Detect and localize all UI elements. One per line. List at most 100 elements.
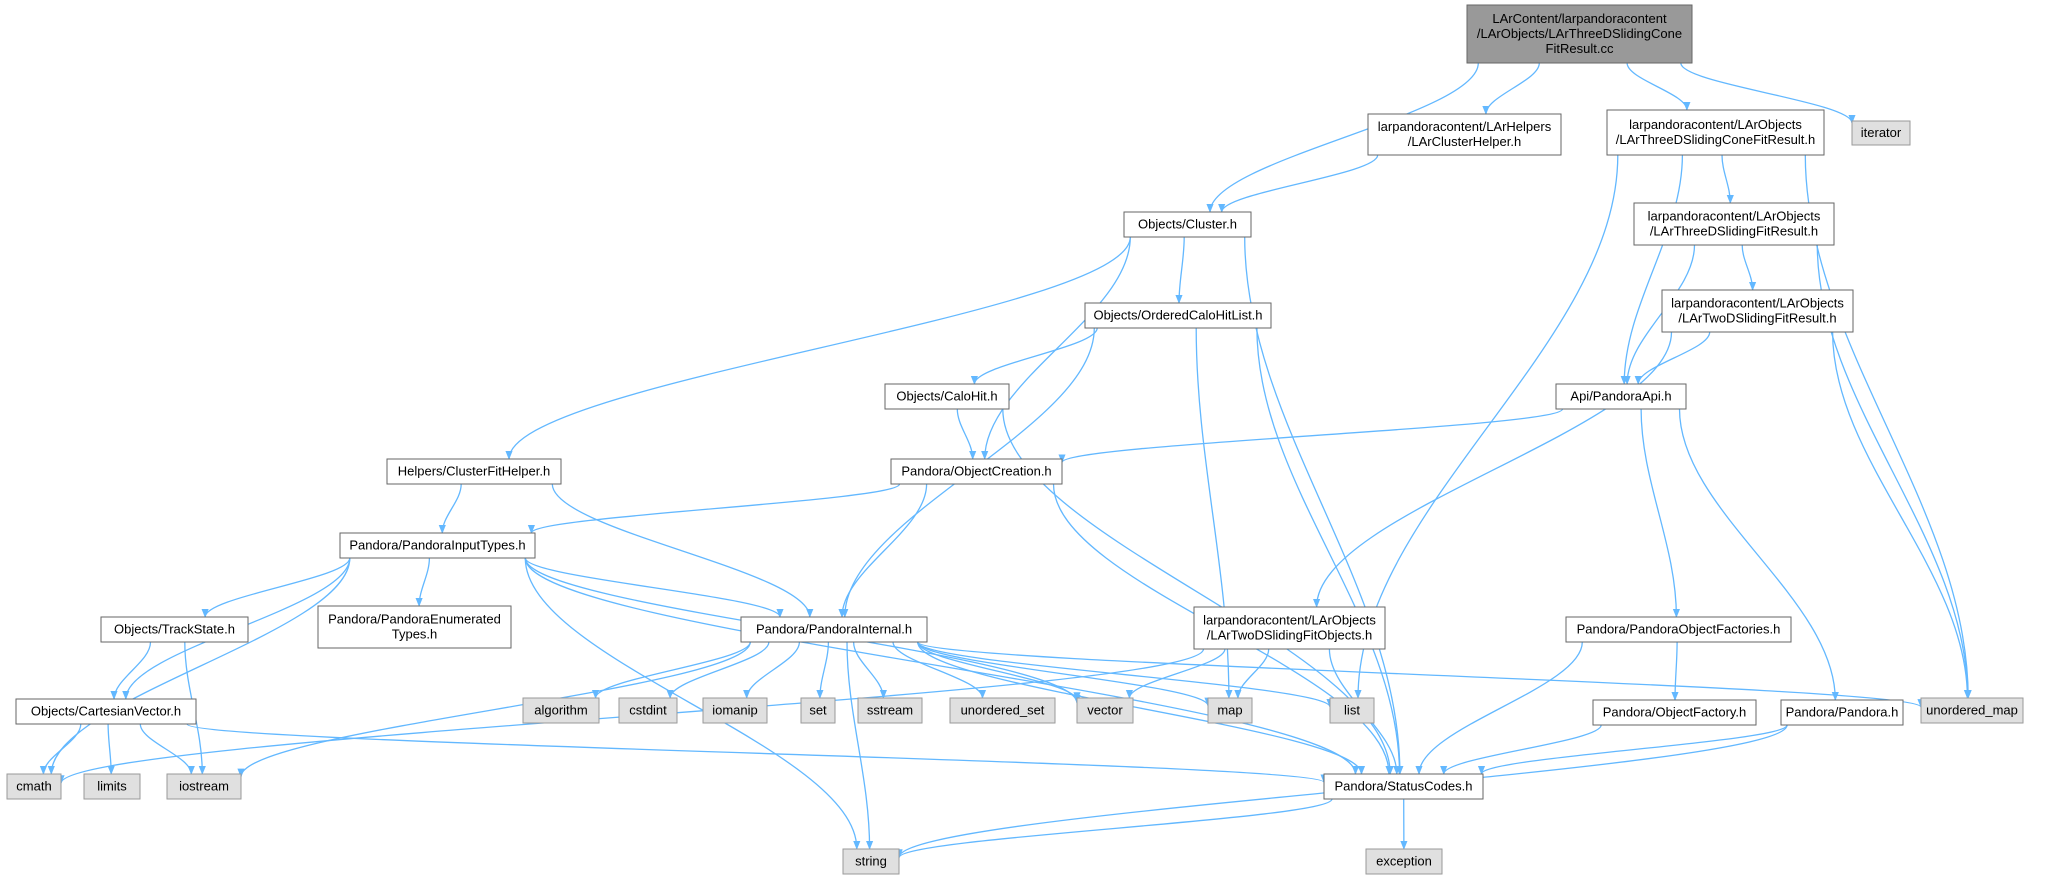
edge-objectcreation-to-internal <box>838 483 928 618</box>
node-box-twodfitobjects <box>1193 606 1386 650</box>
node-iterator: iterator <box>1851 120 1911 146</box>
node-label-objectfactory-line-0: Pandora/ObjectFactory.h <box>1603 705 1747 720</box>
node-map: map <box>1207 697 1253 724</box>
node-exception: exception <box>1365 848 1443 875</box>
node-box-algorithm <box>522 697 600 724</box>
node-clusterhelper[interactable]: larpandoracontent/LArHelpers/LArClusterH… <box>1367 113 1562 156</box>
node-label-orderedcalo-line-0: Objects/OrderedCaloHitList.h <box>1093 308 1262 323</box>
node-box-cmath <box>6 773 62 800</box>
edge-internal-to-sstream <box>852 641 887 699</box>
node-box-iomanip <box>702 697 768 724</box>
node-vector: vector <box>1076 697 1134 724</box>
node-box-root <box>1466 4 1693 64</box>
edge-inputtypes-to-string <box>524 557 861 850</box>
edge-trackstate-to-cartesian <box>110 641 152 700</box>
edge-internal-to-list <box>917 641 1334 708</box>
edge-pandoraapi-to-objectfactories <box>1640 408 1680 618</box>
node-box-statuscodes <box>1323 773 1484 800</box>
node-label-exception-line-0: exception <box>1376 854 1432 869</box>
node-label-iterator-line-0: iterator <box>1861 125 1902 140</box>
node-box-cstdint <box>618 697 678 724</box>
node-cartesian[interactable]: Objects/CartesianVector.h <box>15 698 197 725</box>
edge-cluster-to-clusterfithelper <box>505 236 1131 460</box>
edge-inputtypes-to-enumtypes <box>415 557 431 607</box>
node-box-inputtypes <box>339 532 536 559</box>
node-box-clusterfithelper <box>386 458 562 485</box>
node-label-cartesian-line-0: Objects/CartesianVector.h <box>31 704 181 719</box>
edge-cartesian-to-iostream <box>139 723 195 775</box>
node-box-list <box>1329 697 1375 724</box>
node-trackstate[interactable]: Objects/TrackState.h <box>100 616 249 643</box>
edge-internal-to-set <box>816 641 830 699</box>
node-label-cluster-line-0: Objects/Cluster.h <box>1138 217 1237 232</box>
edge-twodfit-to-pandoraapi <box>1634 331 1711 385</box>
node-pandora[interactable]: Pandora/Pandora.h <box>1780 699 1904 726</box>
node-list: list <box>1329 697 1375 724</box>
node-label-twodfit-line-1: /LArTwoDSlidingFitResult.h <box>1678 311 1836 326</box>
node-box-pandoraapi <box>1555 383 1687 410</box>
edge-cluster-to-objectcreation <box>981 236 1131 460</box>
node-box-threedfit <box>1633 202 1835 246</box>
node-label-map-line-0: map <box>1217 703 1242 718</box>
edge-twodfit-to-twodfitobjects <box>1313 331 1673 608</box>
edge-inputtypes-to-trackstate <box>201 557 351 618</box>
node-label-threedfit-line-1: /LArThreeDSlidingFitResult.h <box>1650 224 1818 239</box>
node-box-limits <box>83 773 141 800</box>
node-label-set-line-0: set <box>809 703 827 718</box>
node-label-trackstate-line-0: Objects/TrackState.h <box>114 622 235 637</box>
node-box-map <box>1207 697 1253 724</box>
node-calohit[interactable]: Objects/CaloHit.h <box>884 383 1010 410</box>
node-box-iostream <box>166 773 242 800</box>
node-label-conefit-line-1: /LArThreeDSlidingConeFitResult.h <box>1616 132 1815 147</box>
node-root[interactable]: LArContent/larpandoracontent/LArObjects/… <box>1466 4 1693 64</box>
edge-twodfitobjects-to-vector <box>1125 648 1226 699</box>
node-inputtypes[interactable]: Pandora/PandoraInputTypes.h <box>339 532 536 559</box>
node-label-internal-line-0: Pandora/PandoraInternal.h <box>756 622 912 637</box>
node-box-cartesian <box>15 698 197 725</box>
node-box-exception <box>1365 848 1443 875</box>
node-label-vector-line-0: vector <box>1087 703 1123 718</box>
node-box-cluster <box>1123 211 1252 238</box>
node-box-clusterhelper <box>1367 113 1562 156</box>
node-label-iomanip-line-0: iomanip <box>712 703 758 718</box>
node-box-unordered_map <box>1920 697 2024 724</box>
node-box-conefit <box>1606 109 1825 156</box>
node-label-inputtypes-line-0: Pandora/PandoraInputTypes.h <box>349 538 525 553</box>
node-pandoraapi[interactable]: Api/PandoraApi.h <box>1555 383 1687 410</box>
node-box-internal <box>740 616 928 643</box>
node-cmath: cmath <box>6 773 62 800</box>
edge-statuscodes-to-string <box>895 798 1333 859</box>
node-box-set <box>800 697 836 724</box>
node-objectcreation[interactable]: Pandora/ObjectCreation.h <box>890 458 1063 485</box>
node-label-root-line-2: FitResult.cc <box>1546 41 1614 56</box>
node-box-orderedcalo <box>1084 302 1272 329</box>
edge-internal-to-string <box>846 641 874 850</box>
node-algorithm: algorithm <box>522 697 600 724</box>
node-label-enumtypes-line-0: Pandora/PandoraEnumerated <box>328 612 501 627</box>
edge-objectfactory-to-statuscodes <box>1440 724 1602 775</box>
node-label-statuscodes-line-0: Pandora/StatusCodes.h <box>1334 779 1472 794</box>
node-threedfit[interactable]: larpandoracontent/LArObjects/LArThreeDSl… <box>1633 202 1835 246</box>
node-box-enumtypes <box>317 605 512 649</box>
node-label-calohit-line-0: Objects/CaloHit.h <box>896 389 997 404</box>
node-twodfit[interactable]: larpandoracontent/LArObjects/LArTwoDSlid… <box>1661 289 1854 333</box>
edge-root-to-cluster <box>1206 62 1479 213</box>
edge-cluster-to-orderedcalo <box>1175 236 1185 304</box>
node-iostream: iostream <box>166 773 242 800</box>
node-objectfactory[interactable]: Pandora/ObjectFactory.h <box>1592 699 1757 726</box>
node-statuscodes[interactable]: Pandora/StatusCodes.h <box>1323 773 1484 800</box>
node-internal[interactable]: Pandora/PandoraInternal.h <box>740 616 928 643</box>
node-set: set <box>800 697 836 724</box>
node-conefit[interactable]: larpandoracontent/LArObjects/LArThreeDSl… <box>1606 109 1825 156</box>
node-objectfactories[interactable]: Pandora/PandoraObjectFactories.h <box>1565 616 1792 643</box>
node-box-sstream <box>857 697 923 724</box>
node-clusterfithelper[interactable]: Helpers/ClusterFitHelper.h <box>386 458 562 485</box>
edge-root-to-iterator <box>1680 62 1856 124</box>
edge-internal-to-iomanip <box>743 641 801 699</box>
node-orderedcalo[interactable]: Objects/OrderedCaloHitList.h <box>1084 302 1272 329</box>
edge-internal-to-cstdint <box>666 641 770 699</box>
node-twodfitobjects[interactable]: larpandoracontent/LArObjects/LArTwoDSlid… <box>1193 606 1386 650</box>
edge-internal-to-vector <box>917 641 1081 702</box>
node-cluster[interactable]: Objects/Cluster.h <box>1123 211 1252 238</box>
